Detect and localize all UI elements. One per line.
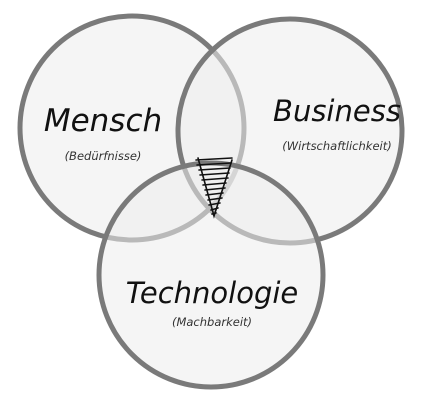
set-subtitle-business: (Wirtschaftlichkeit) (282, 139, 391, 153)
set-subtitle-technologie: (Machbarkeit) (172, 315, 252, 329)
set-title-mensch: Mensch (44, 103, 162, 139)
set-title-technologie: Technologie (126, 276, 299, 310)
set-title-business: Business (273, 94, 401, 128)
intersection-scribble-icon (195, 157, 233, 219)
set-subtitle-mensch: (Bedürfnisse) (65, 149, 142, 163)
circle-technologie (96, 160, 326, 390)
